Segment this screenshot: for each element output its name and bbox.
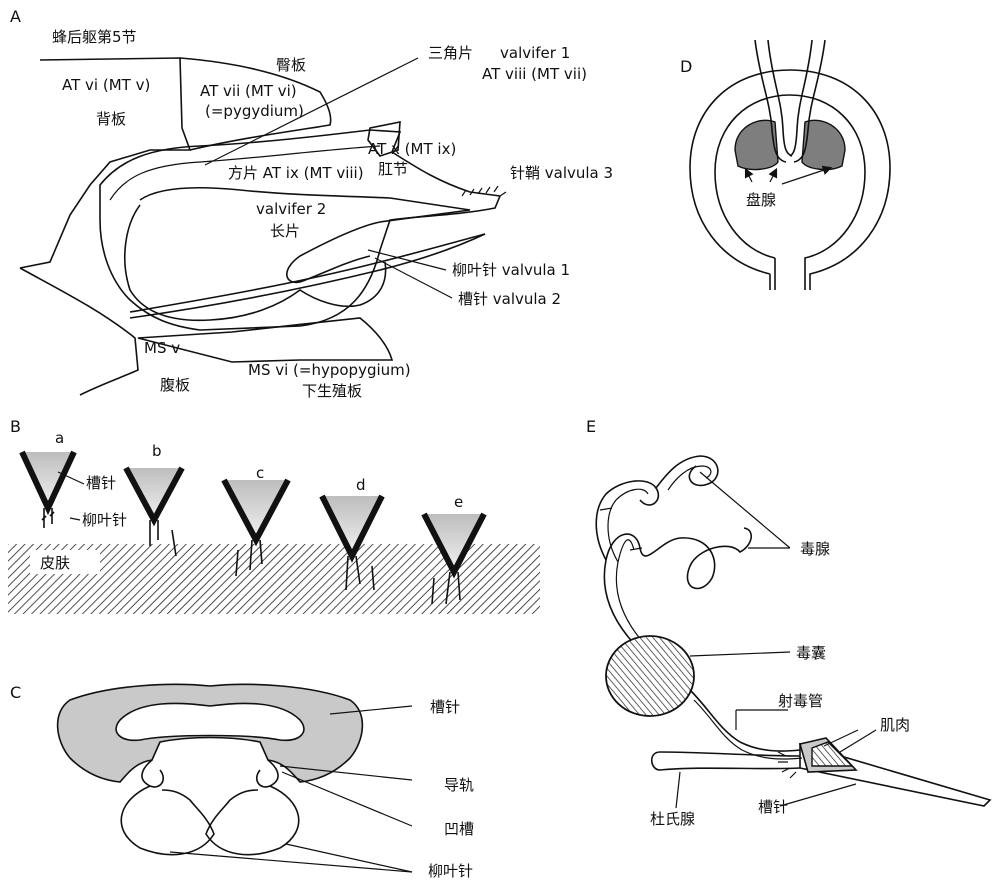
leader-b-liuyezhen — [70, 518, 80, 520]
label-b-liuyezhen: 柳叶针 — [82, 511, 127, 529]
label-fuban: 腹板 — [160, 376, 190, 394]
label-at-vi: AT vi (MT v) — [62, 76, 150, 94]
label-at-x: AT x (MT ix) — [368, 140, 456, 158]
label-e-dunang: 毒囊 — [796, 644, 826, 662]
leader-e-duxian-1 — [700, 472, 790, 548]
label-xiashengzhiban: 下生殖板 — [302, 382, 362, 400]
leader-e-jirou-2 — [840, 730, 876, 752]
label-b-caozhen: 槽针 — [86, 474, 116, 492]
stage-c-letter: c — [256, 464, 264, 482]
label-c-caozhen: 槽针 — [430, 698, 460, 716]
leader-c-liuyezhen-left — [170, 852, 412, 872]
stage-a: a — [22, 429, 74, 528]
venom-sac — [606, 636, 694, 716]
panel-d: D 盘腺 — [680, 40, 890, 290]
label-zhenqiao: 针鞘 valvula 3 — [510, 164, 613, 182]
label-c-aocao: 凹槽 — [444, 820, 474, 838]
stage-c-cone — [224, 480, 288, 540]
label-c-liuyezhen: 柳叶针 — [428, 862, 473, 880]
sternite-v — [20, 268, 138, 395]
label-at-vii: AT vii (MT vi) — [200, 82, 297, 100]
stylet-canal — [116, 703, 304, 740]
dufour-gland — [652, 752, 800, 770]
stage-b-cone — [126, 468, 182, 520]
label-pygidium: (=pygydium) — [205, 102, 304, 120]
stage-b-letter: b — [152, 442, 162, 460]
lancet-valvula1 — [130, 234, 485, 312]
leader-e-dunang — [690, 652, 790, 656]
panel-c-letter: C — [10, 683, 21, 702]
rail-right — [257, 760, 278, 787]
leader-caozhen — [375, 258, 452, 298]
sting-muscle — [812, 742, 852, 766]
panel-b-letter: B — [10, 417, 21, 436]
label-beiban: 背板 — [96, 110, 126, 128]
leader-c-liuyezhen-right — [286, 844, 412, 872]
stage-a-cone — [22, 452, 74, 508]
label-gangjie: 肛节 — [378, 160, 408, 178]
leader-c-aocao — [282, 772, 412, 826]
panel-a-title: 蜂后躯第5节 — [52, 28, 137, 46]
lancet-valvula2 — [130, 234, 485, 318]
panel-e: E 毒腺 毒囊 射毒管 肌肉 杜氏腺 槽针 — [586, 417, 990, 828]
label-e-caozhen: 槽针 — [758, 798, 788, 816]
leader-e-dushixian — [676, 772, 680, 808]
rail-left — [142, 760, 163, 787]
lancet-left — [121, 786, 214, 855]
label-caozhen: 槽针 valvula 2 — [458, 290, 561, 308]
venom-gland-tubule-outer — [596, 456, 751, 650]
label-fangpian: 方片 AT ix (MT viii) — [228, 164, 364, 182]
label-e-duxian: 毒腺 — [800, 540, 830, 558]
label-ms-vi: MS vi (=hypopygium) — [248, 361, 411, 379]
panel-a: A 蜂后躯第5节 AT vi (MT v) 背板 AT vii (MT vi) … — [10, 7, 613, 400]
arrow-panxian-2 — [770, 170, 776, 182]
label-liuyezhen: 柳叶针 valvula 1 — [452, 261, 570, 279]
label-skin: 皮肤 — [40, 554, 70, 572]
label-e-dushixian: 杜氏腺 — [650, 810, 695, 828]
arrow-panxian-3 — [782, 168, 830, 184]
panel-d-letter: D — [680, 57, 692, 76]
panel-c: C 槽针 导轨 凹槽 柳叶针 — [10, 683, 474, 880]
stage-a-letter: a — [55, 429, 64, 447]
lancet-right — [206, 786, 299, 855]
label-e-jirou: 肌肉 — [880, 716, 910, 734]
panel-e-letter: E — [586, 417, 596, 436]
label-changpian: 长片 — [270, 222, 300, 240]
gland-outer-ring — [690, 70, 890, 290]
label-valvifer2: valvifer 2 — [256, 200, 326, 218]
stage-e-letter: e — [454, 493, 463, 511]
panel-b: B 皮肤 a b c d — [8, 417, 540, 614]
label-e-sheduguan: 射毒管 — [778, 692, 823, 710]
label-at-viii: AT viii (MT vii) — [482, 65, 587, 83]
label-c-daogui: 导轨 — [444, 776, 474, 794]
label-ms-v: MS v — [144, 339, 180, 357]
label-panxian: 盘腺 — [746, 191, 776, 209]
label-sanjiaopian: 三角片 — [428, 44, 473, 62]
arrow-panxian-1 — [746, 170, 752, 182]
label-valvifer1: valvifer 1 — [500, 44, 570, 62]
label-tunban: 臀板 — [276, 56, 306, 74]
stage-d-letter: d — [356, 476, 366, 494]
panel-a-letter: A — [10, 7, 21, 26]
stage-b: b — [126, 442, 182, 556]
leader-e-caozhen — [780, 784, 856, 806]
